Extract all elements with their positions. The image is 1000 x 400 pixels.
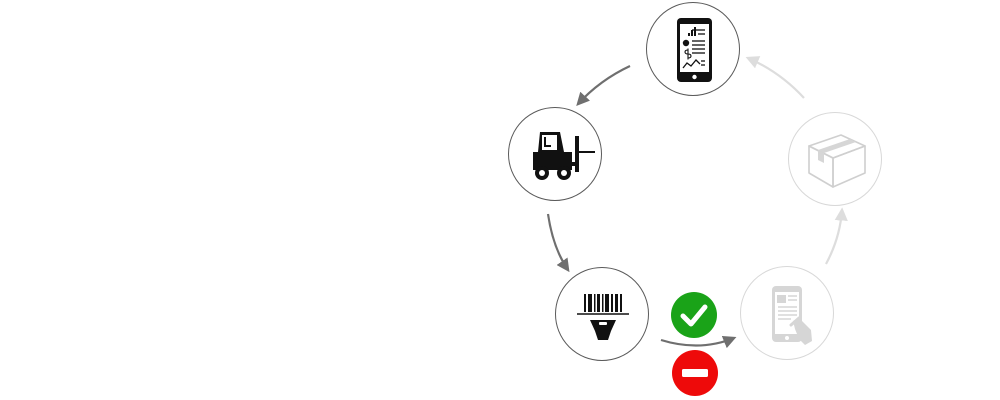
error-badge [671, 349, 719, 397]
tablet-node [646, 2, 740, 96]
minus-icon [672, 350, 718, 396]
arrow-forklift-to-scanner [546, 213, 570, 273]
package-node [788, 112, 882, 206]
arrow-tablet-to-forklift [576, 65, 631, 106]
tablet-report-icon [677, 18, 712, 82]
arrow-package-to-tablet [745, 56, 805, 99]
forklift-icon [533, 132, 595, 180]
phone-node [740, 266, 834, 360]
arrow-phone-to-package [825, 207, 848, 265]
scanner-node [555, 267, 649, 361]
success-badge [670, 291, 718, 339]
checkmark-icon [671, 292, 717, 338]
arrow-scanner-to-phone [660, 335, 737, 349]
phone-touch-icon [772, 286, 812, 345]
barcode-scanner-icon [577, 294, 629, 340]
forklift-node [508, 107, 602, 201]
package-box-icon [808, 134, 866, 188]
